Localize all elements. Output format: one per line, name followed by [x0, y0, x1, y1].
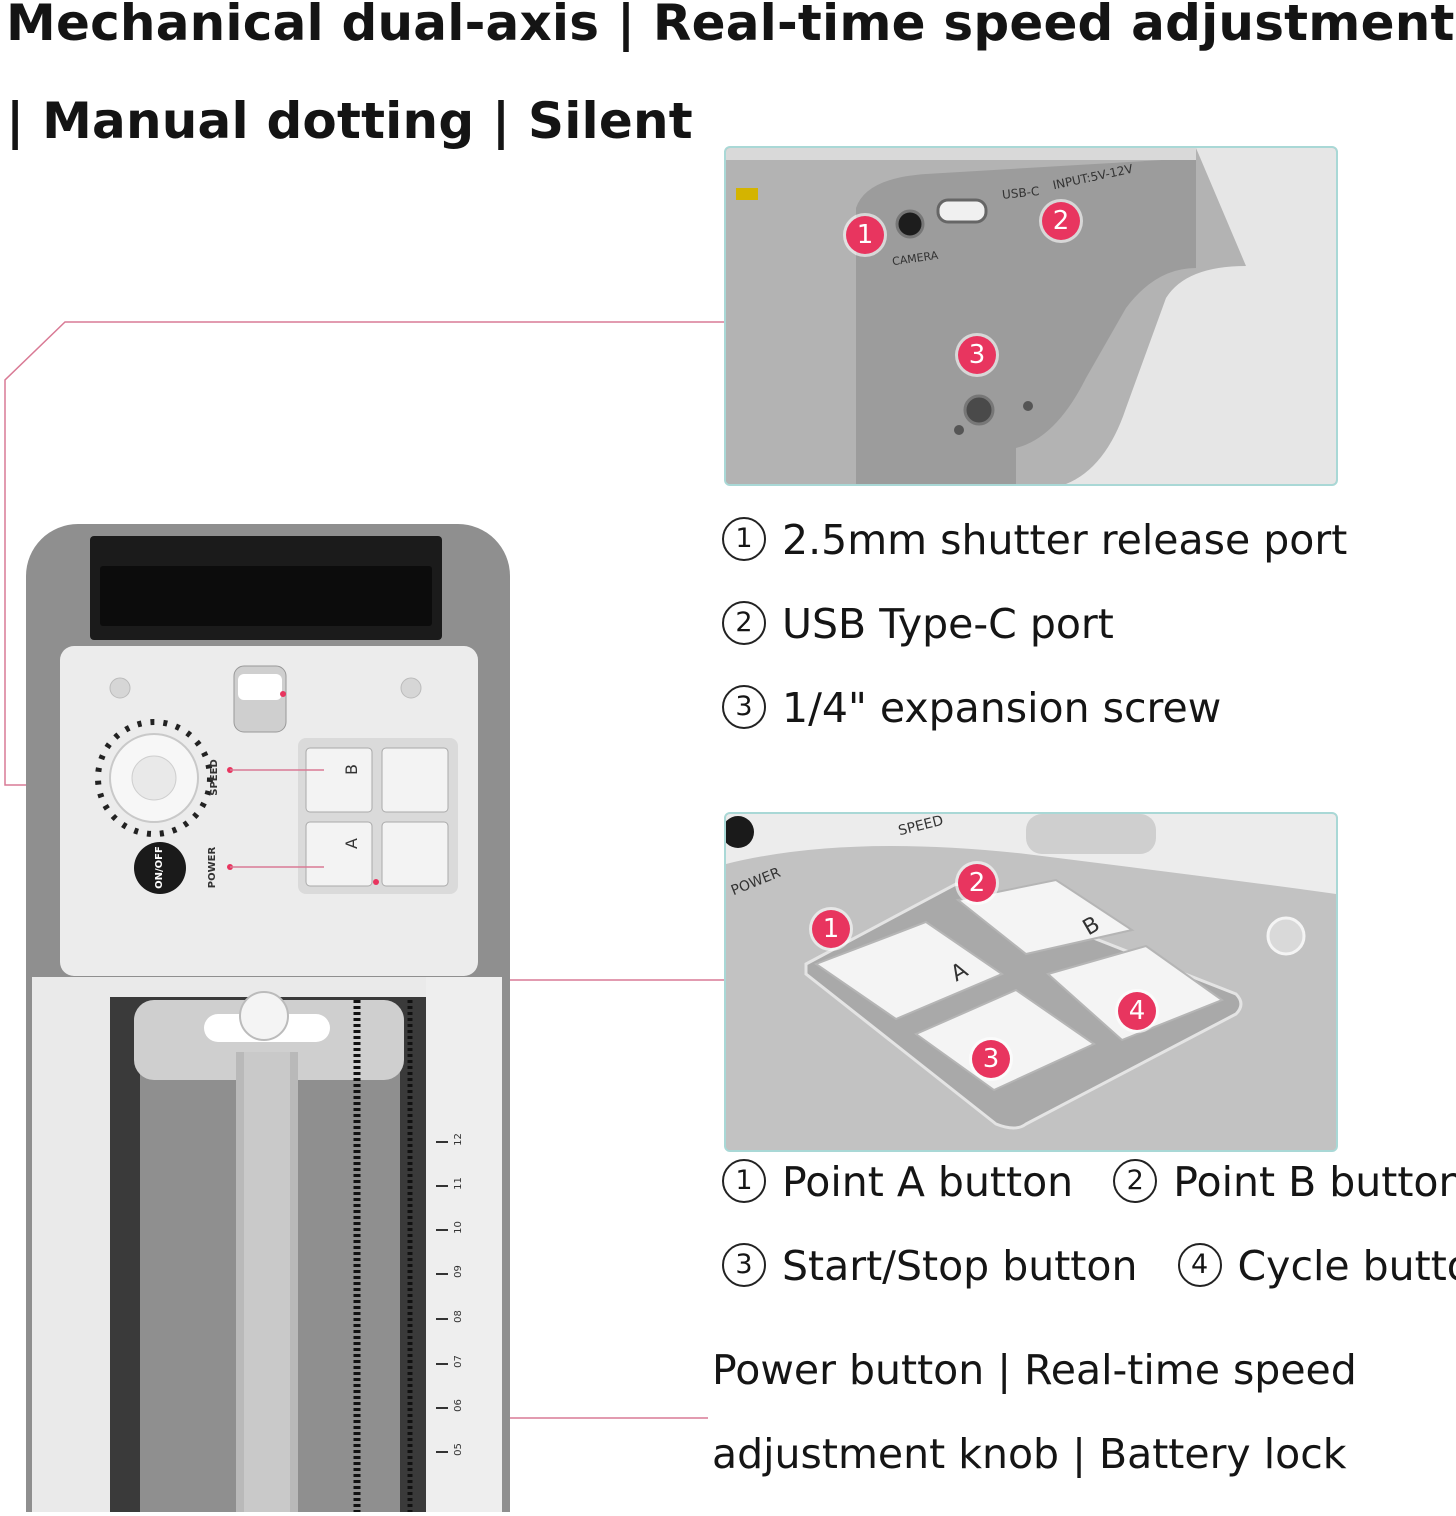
- buttons-zoom-drawing: [726, 814, 1336, 1150]
- caption-usb-port: 2 USB Type-C port: [722, 600, 1114, 649]
- slider-device-drawing: [26, 524, 510, 1516]
- caption-expansion-screw: 3 1/4" expansion screw: [722, 684, 1221, 733]
- device-key-a: A: [341, 838, 361, 849]
- device-key-b: B: [341, 764, 361, 775]
- caption-text: 2.5mm shutter release port: [782, 516, 1348, 564]
- headline-line-2: | Manual dotting | Silent: [6, 92, 693, 150]
- ruler-tick-07: 07: [452, 1355, 464, 1368]
- caption-point-a: Point A button: [782, 1158, 1074, 1206]
- caption-power-knob-line-2: adjustment knob | Battery lock: [712, 1430, 1347, 1478]
- caption-number-2: 2: [1113, 1159, 1158, 1203]
- caption-buttons-line-1: 1 Point A button 2 Point B button: [722, 1158, 1456, 1207]
- caption-cycle: Cycle button: [1237, 1242, 1456, 1290]
- badge-point-b: 2: [958, 864, 996, 902]
- badge-point-a: 1: [812, 910, 850, 948]
- ruler-tick-06: 06: [452, 1399, 464, 1412]
- caption-point-b: Point B button: [1173, 1158, 1456, 1206]
- slider-device: SPEED POWER ON/OFF B A 12 11 10 09 08 07…: [24, 522, 514, 1516]
- ruler-tick-10: 10: [452, 1221, 464, 1234]
- badge-usb-port: 2: [1042, 202, 1080, 240]
- buttons-zoom-panel: SPEED POWER A B 1 2 3 4: [724, 812, 1338, 1152]
- caption-number-1: 1: [722, 1159, 766, 1203]
- caption-number-3: 3: [722, 1243, 766, 1287]
- badge-cycle: 4: [1118, 992, 1156, 1030]
- caption-number-1: 1: [722, 517, 766, 561]
- device-onoff-label: ON/OFF: [153, 846, 165, 889]
- ruler-tick-08: 08: [452, 1310, 464, 1323]
- caption-number-2: 2: [722, 601, 766, 645]
- ruler-tick-12: 12: [452, 1133, 464, 1146]
- caption-buttons-line-2: 3 Start/Stop button 4 Cycle button: [722, 1242, 1456, 1291]
- caption-shutter-port: 1 2.5mm shutter release port: [722, 516, 1347, 565]
- caption-power-knob-line-1: Power button | Real-time speed: [712, 1346, 1357, 1394]
- ruler-tick-05: 05: [452, 1443, 464, 1456]
- badge-start-stop: 3: [972, 1040, 1010, 1078]
- badge-expansion-screw: 3: [958, 336, 996, 374]
- caption-text: 1/4" expansion screw: [782, 684, 1222, 732]
- caption-text: USB Type-C port: [782, 600, 1114, 648]
- caption-number-4: 4: [1177, 1243, 1222, 1287]
- device-speed-label: SPEED: [208, 759, 220, 796]
- headline-line-1: Mechanical dual-axis | Real-time speed a…: [6, 0, 1455, 52]
- ruler-tick-09: 09: [452, 1265, 464, 1278]
- ports-zoom-drawing: [726, 148, 1336, 484]
- device-power-label: POWER: [207, 846, 219, 889]
- caption-start-stop: Start/Stop button: [782, 1242, 1138, 1290]
- badge-shutter-port: 1: [846, 216, 884, 254]
- ruler-tick-11: 11: [452, 1177, 464, 1190]
- caption-number-3: 3: [722, 685, 766, 729]
- ports-zoom-panel: USB-C INPUT:5V-12V CAMERA 1 2 3: [724, 146, 1338, 486]
